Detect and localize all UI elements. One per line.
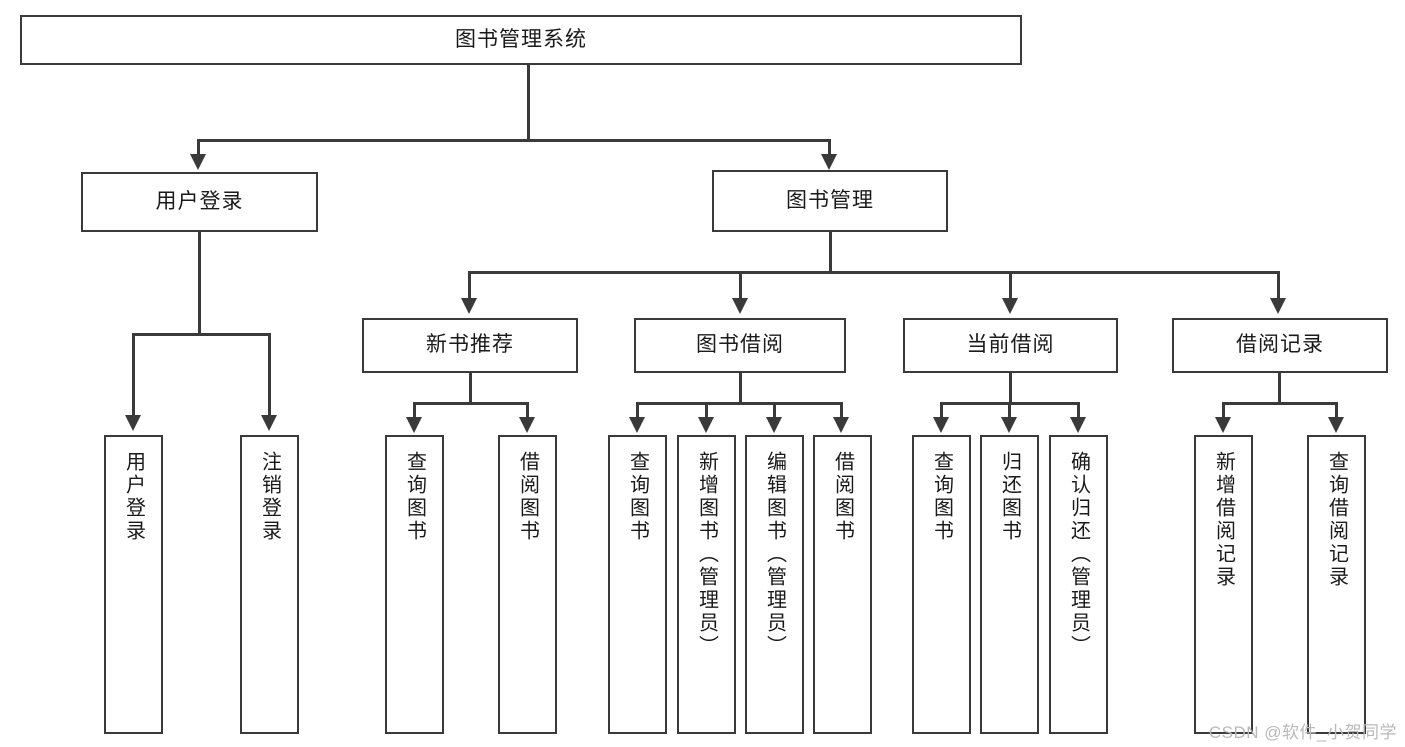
connector-root-to-user-login xyxy=(197,139,200,157)
connector-borrow-drop-2 xyxy=(705,402,708,420)
leaf-borrow-borrow-book[interactable]: 借阅图书 xyxy=(813,435,872,734)
leaf-label: 用户登录 xyxy=(122,451,145,543)
leaf-record-add-record[interactable]: 新增借阅记录 xyxy=(1194,435,1253,734)
arrow-leaf-record-2 xyxy=(1328,417,1344,433)
connector-current-drop-1 xyxy=(940,402,943,420)
leaf-current-query-book[interactable]: 查询图书 xyxy=(912,435,971,734)
connector-user-login-bar xyxy=(132,333,270,336)
arrow-leaf-borrow-3 xyxy=(766,417,782,433)
connector-borrow-drop-4 xyxy=(840,402,843,420)
leaf-borrow-edit-book-admin[interactable]: 编辑图书（管理员） xyxy=(745,435,804,734)
node-label: 图书管理 xyxy=(786,188,874,212)
leaf-label: 查询图书 xyxy=(626,451,649,543)
connector-record-bar xyxy=(1222,402,1338,405)
arrow-leaf-user-login-1 xyxy=(125,415,141,431)
leaf-label: 新增图书（管理员） xyxy=(695,451,718,658)
arrow-leaf-user-login-2 xyxy=(261,415,277,431)
leaf-label: 借阅图书 xyxy=(831,451,854,543)
arrow-to-book-mgmt xyxy=(821,154,837,170)
leaf-label: 查询图书 xyxy=(930,451,953,543)
node-label: 新书推荐 xyxy=(426,333,514,357)
node-user-login[interactable]: 用户登录 xyxy=(81,172,318,232)
arrow-leaf-borrow-4 xyxy=(833,417,849,433)
connector-root-stem xyxy=(527,65,530,141)
connector-current-drop-2 xyxy=(1008,402,1011,420)
connector-borrow-drop-1 xyxy=(636,402,639,420)
connector-current-drop-3 xyxy=(1077,402,1080,420)
connector-record-stem xyxy=(1278,373,1281,404)
arrow-leaf-borrow-2 xyxy=(698,417,714,433)
connector-book-mgmt-drop-3 xyxy=(1009,271,1012,301)
leaf-recommend-borrow-book[interactable]: 借阅图书 xyxy=(498,435,557,734)
connector-record-drop-1 xyxy=(1222,402,1225,420)
leaf-current-return-book[interactable]: 归还图书 xyxy=(980,435,1039,734)
node-label: 图书管理系统 xyxy=(455,27,587,51)
node-book-borrow[interactable]: 图书借阅 xyxy=(634,318,846,373)
connector-user-login-drop-1 xyxy=(132,333,135,418)
leaf-record-query-record[interactable]: 查询借阅记录 xyxy=(1307,435,1366,734)
connector-root-bar xyxy=(197,139,831,142)
connector-borrow-stem xyxy=(739,373,742,404)
leaf-recommend-query-book[interactable]: 查询图书 xyxy=(385,435,444,734)
connector-book-mgmt-stem xyxy=(829,232,832,274)
arrow-leaf-record-1 xyxy=(1215,417,1231,433)
connector-user-login-stem xyxy=(198,232,201,335)
leaf-borrow-add-book-admin[interactable]: 新增图书（管理员） xyxy=(677,435,736,734)
connector-book-mgmt-drop-2 xyxy=(739,271,742,301)
leaf-label: 注销登录 xyxy=(258,451,281,543)
leaf-current-confirm-return-admin[interactable]: 确认归还（管理员） xyxy=(1049,435,1108,734)
connector-recommend-drop-2 xyxy=(526,402,529,420)
leaf-label: 编辑图书（管理员） xyxy=(763,451,786,658)
arrow-to-user-login xyxy=(190,154,206,170)
arrow-leaf-current-3 xyxy=(1070,417,1086,433)
connector-recommend-bar xyxy=(413,402,529,405)
arrow-leaf-borrow-1 xyxy=(629,417,645,433)
connector-recommend-stem xyxy=(469,373,472,404)
connector-root-to-book-mgmt xyxy=(828,139,831,157)
node-root-system[interactable]: 图书管理系统 xyxy=(20,15,1022,65)
leaf-label: 确认归还（管理员） xyxy=(1067,451,1090,658)
node-label: 借阅记录 xyxy=(1236,333,1324,357)
connector-book-mgmt-drop-4 xyxy=(1277,271,1280,301)
connector-user-login-drop-2 xyxy=(268,333,271,418)
arrow-to-current-borrow xyxy=(1002,298,1018,314)
connector-book-mgmt-drop-1 xyxy=(468,271,471,301)
leaf-label: 查询图书 xyxy=(403,451,426,543)
leaf-borrow-query-book[interactable]: 查询图书 xyxy=(608,435,667,734)
arrow-leaf-recommend-1 xyxy=(406,417,422,433)
node-new-book-recommend[interactable]: 新书推荐 xyxy=(362,318,578,373)
leaf-label: 借阅图书 xyxy=(516,451,539,543)
arrow-to-book-borrow xyxy=(732,298,748,314)
connector-recommend-drop-1 xyxy=(413,402,416,420)
leaf-label: 查询借阅记录 xyxy=(1325,451,1348,589)
arrow-leaf-recommend-2 xyxy=(519,417,535,433)
node-book-management[interactable]: 图书管理 xyxy=(712,170,948,232)
leaf-label: 归还图书 xyxy=(998,451,1021,543)
connector-book-mgmt-bar xyxy=(468,271,1280,274)
leaf-logout-login[interactable]: 注销登录 xyxy=(240,435,299,734)
arrow-to-new-book-recommend xyxy=(461,298,477,314)
arrow-leaf-current-1 xyxy=(933,417,949,433)
connector-record-drop-2 xyxy=(1335,402,1338,420)
leaf-user-login[interactable]: 用户登录 xyxy=(104,435,163,734)
arrow-to-borrow-record xyxy=(1270,298,1286,314)
node-label: 用户登录 xyxy=(155,189,244,213)
node-current-borrow[interactable]: 当前借阅 xyxy=(903,318,1118,373)
connector-current-stem xyxy=(1009,373,1012,404)
leaf-label: 新增借阅记录 xyxy=(1212,451,1235,589)
connector-borrow-bar xyxy=(636,402,843,405)
node-label: 图书借阅 xyxy=(696,333,784,357)
connector-borrow-drop-3 xyxy=(773,402,776,420)
node-borrow-record[interactable]: 借阅记录 xyxy=(1172,318,1388,373)
node-label: 当前借阅 xyxy=(966,333,1055,357)
arrow-leaf-current-2 xyxy=(1001,417,1017,433)
